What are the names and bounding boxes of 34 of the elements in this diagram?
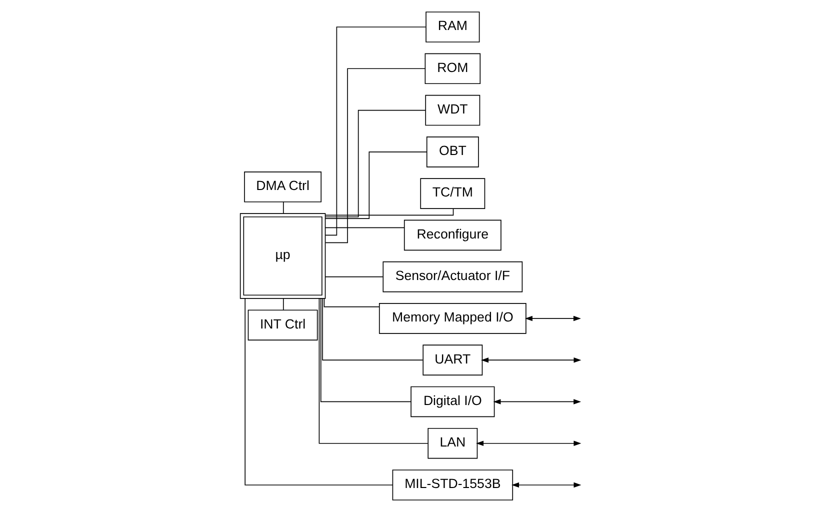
node-box: µp	[240, 213, 326, 299]
connector	[324, 298, 380, 308]
connector	[282, 298, 284, 310]
arrow	[512, 482, 582, 488]
connector	[322, 298, 424, 360]
arrow	[476, 440, 582, 446]
node-box: Reconfigure	[404, 220, 502, 251]
node-box: ROM	[424, 53, 481, 84]
arrow	[524, 316, 581, 322]
connector	[325, 276, 384, 278]
connector	[320, 298, 412, 402]
node-box: MIL-STD-1553B	[392, 470, 514, 500]
connector	[325, 227, 405, 228]
node-box: OBT	[426, 136, 479, 168]
node-box: RAM	[426, 12, 480, 42]
node-box: LAN	[428, 428, 478, 459]
connector	[325, 26, 426, 236]
node-box: Digital I/O	[410, 386, 495, 418]
node-box: Sensor/Actuator I/F	[382, 261, 523, 292]
node-box: INT Ctrl	[248, 310, 318, 341]
node-box: TC/TM	[420, 178, 486, 209]
node-box: DMA Ctrl	[244, 171, 322, 202]
connector	[318, 298, 428, 444]
node-box: UART	[422, 344, 483, 376]
arrow	[493, 399, 582, 404]
connector	[325, 110, 426, 218]
connector	[282, 201, 284, 214]
node-box: Memory Mapped I/O	[378, 303, 526, 334]
arrow	[481, 357, 582, 363]
connector	[325, 68, 426, 244]
connector	[324, 208, 454, 216]
connector	[244, 298, 394, 486]
connector	[325, 152, 428, 219]
node-box: WDT	[425, 94, 480, 126]
